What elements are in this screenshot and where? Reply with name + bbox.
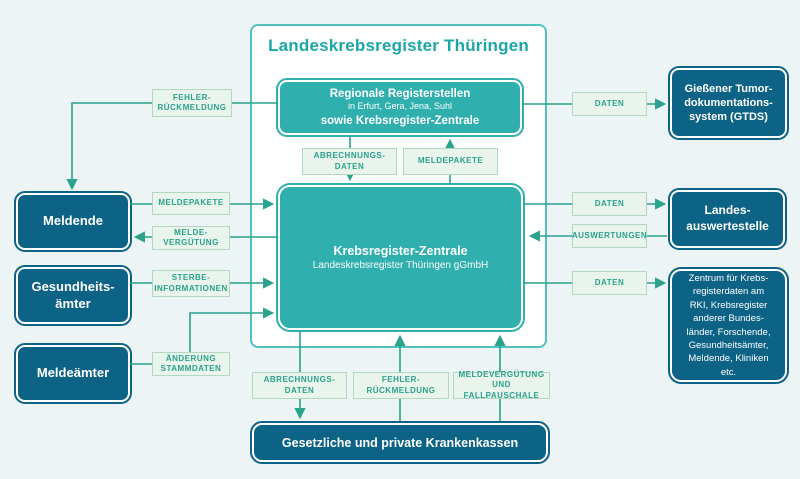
flow-label-line: FEHLER- <box>172 92 212 102</box>
flow-label-line: FEHLER- <box>381 375 421 385</box>
gesundheitsaemter-label-line1: Gesundheits- <box>31 279 115 295</box>
flow-label-line: DATEN <box>594 277 625 287</box>
flow-label-meldepakete-top: MELDEPAKETE <box>403 148 498 175</box>
node-zentrum-krebsregisterdaten: Zentrum für Krebs- registerdaten am RKI,… <box>670 269 787 382</box>
gtds-line3: system (GTDS) <box>689 111 768 124</box>
flow-label-daten-landesauswertestelle: DATEN <box>572 192 647 216</box>
flow-label-line: MELDE- <box>174 227 208 237</box>
gtds-line1: Gießener Tumor- <box>684 82 773 95</box>
flow-label-line: DATEN <box>334 161 365 171</box>
flow-label-line: RÜCKMELDUNG <box>366 385 436 395</box>
meldeaemter-label: Meldeämter <box>36 365 110 381</box>
flow-label-sterbe-informationen: STERBE- INFORMATIONEN <box>152 270 230 297</box>
flow-label-line: RÜCKMELDUNG <box>157 103 227 112</box>
zentrum-line1: Zentrum für Krebs- <box>688 272 769 284</box>
node-krebsregister-zentrale: Krebsregister-Zentrale Landeskrebsregist… <box>278 185 523 330</box>
flow-label-line: AUSWERTUNGEN <box>571 230 648 240</box>
flow-label-aenderung-stammdaten: ÄNDERUNG STAMMDATEN <box>152 352 230 376</box>
zentrale-subheading: Landeskrebsregister Thüringen gGmbH <box>312 260 489 271</box>
regionale-heading2: sowie Krebsregister-Zentrale <box>320 115 480 127</box>
flow-label-line: MELDEPAKETE <box>158 198 224 208</box>
gesundheitsaemter-label-line2: ämter <box>55 295 91 311</box>
meldende-label: Meldende <box>43 213 103 229</box>
flow-label-line: STERBE- <box>171 273 211 283</box>
node-landesauswertestelle: Landes- auswertestelle <box>670 190 785 248</box>
node-gtds: Gießener Tumor- dokumentations- system (… <box>670 68 787 138</box>
flow-label-line: ÄNDERUNG <box>165 353 217 363</box>
flow-label-line: VERGÜTUNG <box>163 238 219 247</box>
zentrum-line2: registerdaten am <box>692 286 765 298</box>
node-meldende: Meldende <box>16 193 130 250</box>
flow-label-abrechnungsdaten-top: ABRECHNUNGS- DATEN <box>302 148 397 175</box>
flow-label-line: ABRECHNUNGS- <box>263 375 336 385</box>
flow-label-meldeverguetung-fallpauschale: MELDEVERGÜTUNG UND FALLPAUSCHALE <box>453 369 550 400</box>
flow-label-fehler-rueckmeldung-bottom: FEHLER- RÜCKMELDUNG <box>353 372 449 399</box>
flow-label-daten-gtds: DATEN <box>572 92 647 116</box>
landesauswertestelle-line1: Landes- <box>704 203 751 218</box>
flow-label-line: MELDEVERGÜTUNG <box>458 369 545 379</box>
regionale-heading: Regionale Registerstellen <box>329 87 471 100</box>
flow-label-daten-zentrum: DATEN <box>572 271 647 295</box>
flow-label-melde-verguetung: MELDE- VERGÜTUNG <box>152 226 230 250</box>
node-meldeaemter: Meldeämter <box>16 345 130 402</box>
flow-label-abrechnungsdaten-bottom: ABRECHNUNGS- DATEN <box>252 372 347 399</box>
zentrum-line3: RKI, Krebsregister <box>689 299 768 311</box>
flow-label-line: ABRECHNUNGS- <box>313 151 386 161</box>
flow-label-line: DATEN <box>284 385 315 395</box>
flow-label-line: STAMMDATEN <box>160 364 222 373</box>
gtds-line2: dokumentations- <box>684 96 773 109</box>
flow-label-meldepakete-left: MELDEPAKETE <box>152 192 230 215</box>
regionale-subheading: in Erfurt, Gera, Jena, Suhl <box>347 101 453 112</box>
zentrale-heading: Krebsregister-Zentrale <box>333 244 468 258</box>
krankenkassen-label: Gesetzliche und private Krankenkassen <box>281 435 519 450</box>
flow-label-fehler-rueckmeldung-top: FEHLER- RÜCKMELDUNG <box>152 89 232 117</box>
zentrum-line4: anderer Bundes- <box>693 313 764 325</box>
flow-label-auswertungen: AUSWERTUNGEN <box>572 224 647 248</box>
zentrum-line8: etc. <box>720 366 737 378</box>
node-gesundheitsaemter: Gesundheits- ämter <box>16 267 130 324</box>
node-regionale-registerstellen: Regionale Registerstellen in Erfurt, Ger… <box>278 80 522 135</box>
zentrum-line6: Gesundheitsämter, <box>688 339 769 351</box>
flow-label-line: UND FALLPAUSCHALE <box>463 380 540 400</box>
flow-label-line: MELDEPAKETE <box>417 156 484 166</box>
node-krankenkassen: Gesetzliche und private Krankenkassen <box>252 423 548 462</box>
zentrum-line5: länder, Forschende, <box>686 326 771 338</box>
flow-label-line: DATEN <box>594 198 625 208</box>
zentrum-line7: Meldende, Kliniken <box>688 353 769 365</box>
flow-label-line: DATEN <box>594 98 625 108</box>
landesauswertestelle-line2: auswertestelle <box>686 219 769 233</box>
diagram-title: Landeskrebsregister Thüringen <box>268 36 529 55</box>
flow-label-line: INFORMATIONEN <box>154 283 228 293</box>
